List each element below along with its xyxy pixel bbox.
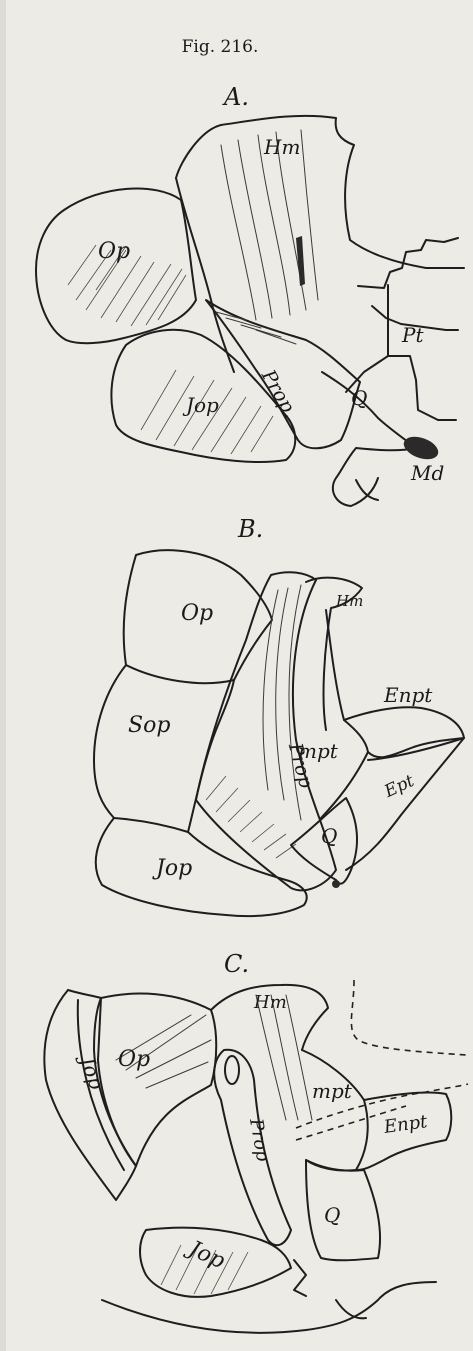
panel-c-label-mpt: mpt	[312, 1079, 353, 1103]
panel-a-hyomandibular	[176, 116, 464, 268]
panel-a-label-jop: Jop	[182, 393, 219, 417]
figure-title: Fig. 216.	[182, 37, 259, 57]
panel-c-cranial-outline-upper	[351, 980, 466, 1055]
panel-a: A. Hm Op Pt Prop. Q Jop Md	[36, 83, 464, 506]
panel-a-quadrate	[322, 372, 416, 506]
panel-b-label-op: Op	[181, 601, 213, 626]
panel-a-label-prop: Prop.	[257, 365, 302, 421]
panel-a-mandible-joint	[401, 432, 442, 463]
panel-c-label-prop: Prop	[245, 1116, 273, 1164]
panel-a-preopercle	[206, 300, 360, 448]
panel-c-label-op: Op	[118, 1047, 150, 1072]
panel-a-label-hm: Hm	[263, 135, 300, 159]
panel-a-opercular-bone	[36, 189, 196, 344]
panel-c-label-q: Q	[324, 1203, 340, 1227]
panel-a-label-pt: Pt	[401, 323, 424, 347]
panel-c-label-jop-upper: Jop	[74, 1050, 109, 1093]
panel-a-label-q: Q	[351, 386, 367, 410]
panel-b-letter: B.	[237, 515, 263, 543]
anatomy-figure: Fig. 216. A. Hm Op Pt Prop. Q	[6, 0, 473, 1351]
panel-a-label-md: Md	[410, 461, 444, 485]
panel-b-label-hm: Hm	[335, 592, 363, 610]
panel-c-mandible-outline	[102, 1282, 436, 1333]
panel-b-label-mpt: mpt	[298, 739, 339, 763]
panel-b-entopterygoid	[344, 707, 464, 757]
panel-b-label-q: Q	[321, 824, 337, 848]
panel-c-letter: C.	[224, 950, 249, 978]
panel-b-label-jop: Jop	[152, 856, 192, 881]
panel-c-label-jop-lower: Jop	[182, 1235, 229, 1274]
panel-c-label-enpt: Enpt	[382, 1111, 430, 1138]
panel-c-quadrate	[306, 1160, 380, 1260]
panel-b-subopercle	[94, 665, 234, 832]
panel-c-label-hm: Hm	[253, 992, 287, 1013]
panel-a-label-op: Op	[98, 239, 130, 264]
panel-b: B. Op Hm Sop Enpt Prop mpt Ept Q Jop	[94, 515, 464, 916]
panel-a-letter: A.	[222, 83, 249, 111]
panel-b-ectopterygoid	[346, 738, 464, 870]
panel-c-metapterygoid	[302, 1050, 368, 1171]
panel-b-interopercle	[96, 818, 307, 916]
panel-b-label-sop: Sop	[128, 713, 170, 738]
panel-c: C. Hm Op Jop mpt Prop Enpt	[44, 950, 468, 1333]
panel-a-pterygoid	[346, 238, 458, 392]
panel-b-label-enpt: Enpt	[383, 683, 433, 707]
panel-b-preopercle	[196, 572, 336, 890]
panel-c-opercle	[98, 994, 216, 1166]
panel-b-label-ept: Ept	[381, 771, 418, 802]
